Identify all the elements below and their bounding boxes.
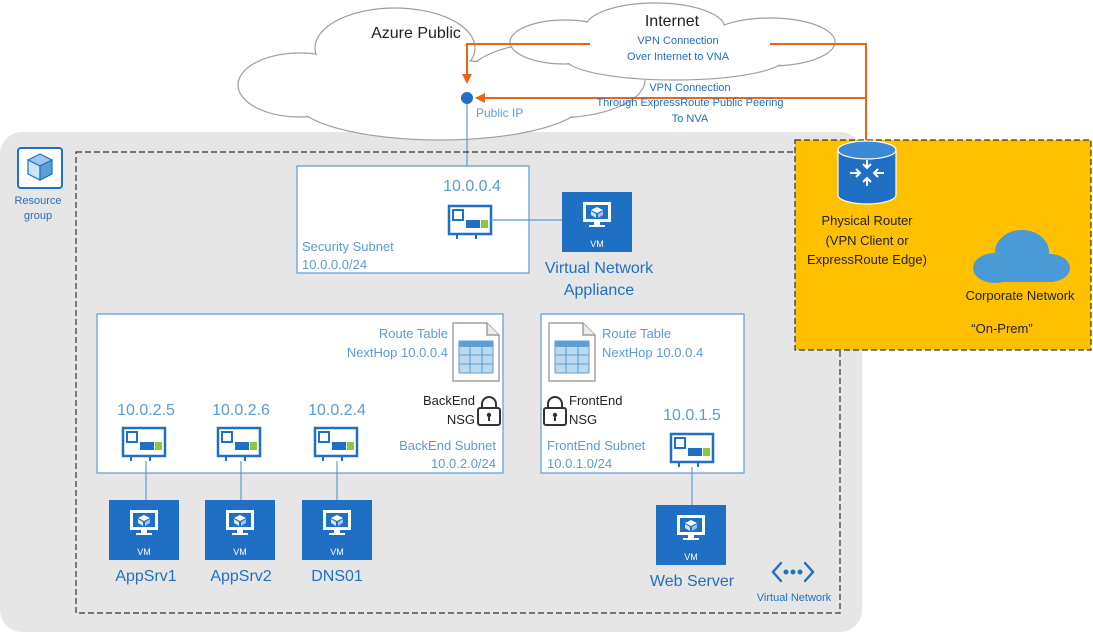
backend-route-table-label: Route Table <box>379 326 448 341</box>
router-line3: ExpressRoute Edge) <box>807 252 927 267</box>
backend-subnet-name: BackEnd Subnet <box>399 438 496 453</box>
public-ip-dot <box>461 92 473 104</box>
virtual-network-icon <box>771 561 815 583</box>
frontend-nic-icon <box>669 432 715 469</box>
nic-ip: 10.0.2.6 <box>212 402 270 419</box>
security-subnet-cidr: 10.0.0.0/24 <box>302 257 367 272</box>
vm-badge-label: VM <box>330 547 344 557</box>
nic-ip: 10.0.2.5 <box>117 402 175 419</box>
web-server-vm-label: VM <box>684 552 698 562</box>
virtual-network-boundary <box>75 151 841 614</box>
virtual-network-label: Virtual Network <box>757 592 832 604</box>
expressroute-vpn-line2: Through ExpressRoute Public Peering <box>596 97 783 109</box>
frontend-nexthop: NextHop 10.0.0.4 <box>602 345 703 360</box>
backend-route-table-icon <box>452 322 500 382</box>
on-prem-label: “On-Prem” <box>971 321 1032 336</box>
nic-ip: 10.0.2.4 <box>308 402 366 419</box>
corporate-network-label: Corporate Network <box>965 288 1075 303</box>
vm-name-appsrv2: AppSrv2 <box>210 568 271 585</box>
vpn-over-internet-arrow <box>462 43 590 84</box>
security-subnet-name: Security Subnet <box>302 239 394 254</box>
resource-group-line1: Resource <box>14 195 61 207</box>
vm-badge-label: VM <box>233 547 247 557</box>
vpn-internet-line2: Over Internet to VNA <box>627 51 730 63</box>
frontend-route-table-icon <box>548 322 596 382</box>
backend-nexthop: NextHop 10.0.0.4 <box>347 345 448 360</box>
frontend-nsg-line1: FrontEnd <box>569 393 622 408</box>
router-line2: (VPN Client or <box>825 233 909 248</box>
router-icon <box>837 140 897 205</box>
internet-cloud <box>509 2 836 81</box>
resource-group-line2: group <box>24 210 52 222</box>
public-ip-label: Public IP <box>476 106 523 120</box>
nic-icon <box>216 426 262 463</box>
expressroute-vpn-line3: To NVA <box>672 113 709 125</box>
vm-name-appsrv1: AppSrv1 <box>115 568 176 585</box>
security-nic-ip: 10.0.0.4 <box>443 178 501 195</box>
router-line1: Physical Router <box>821 213 913 228</box>
nic-icon <box>313 426 359 463</box>
internet-label: Internet <box>645 13 700 30</box>
vpn-expressroute-line <box>475 93 867 140</box>
frontend-subnet-cidr: 10.0.1.0/24 <box>547 456 612 471</box>
cube-icon <box>17 147 63 189</box>
frontend-subnet-name: FrontEnd Subnet <box>547 438 646 453</box>
nva-name-line1: Virtual Network <box>545 260 654 277</box>
frontend-nic-ip: 10.0.1.5 <box>663 407 721 424</box>
frontend-nsg-line2: NSG <box>569 412 597 427</box>
web-server-name: Web Server <box>650 573 735 590</box>
nva-name-line2: Appliance <box>564 282 634 299</box>
backend-subnet-cidr: 10.0.2.0/24 <box>431 456 496 471</box>
frontend-route-table-label: Route Table <box>602 326 671 341</box>
security-nic-icon <box>447 204 493 241</box>
azure-public-label: Azure Public <box>371 25 461 42</box>
nic-icon <box>121 426 167 463</box>
expressroute-vpn-line1: VPN Connection <box>649 82 730 94</box>
vpn-internet-line1: VPN Connection <box>637 35 718 47</box>
backend-nsg-line1: BackEnd <box>423 393 475 408</box>
corporate-cloud-icon <box>973 230 1070 283</box>
vm-name-dns01: DNS01 <box>311 568 363 585</box>
vm-badge-label: VM <box>137 547 151 557</box>
nva-vm-label: VM <box>590 239 604 249</box>
backend-nsg-line2: NSG <box>447 412 475 427</box>
